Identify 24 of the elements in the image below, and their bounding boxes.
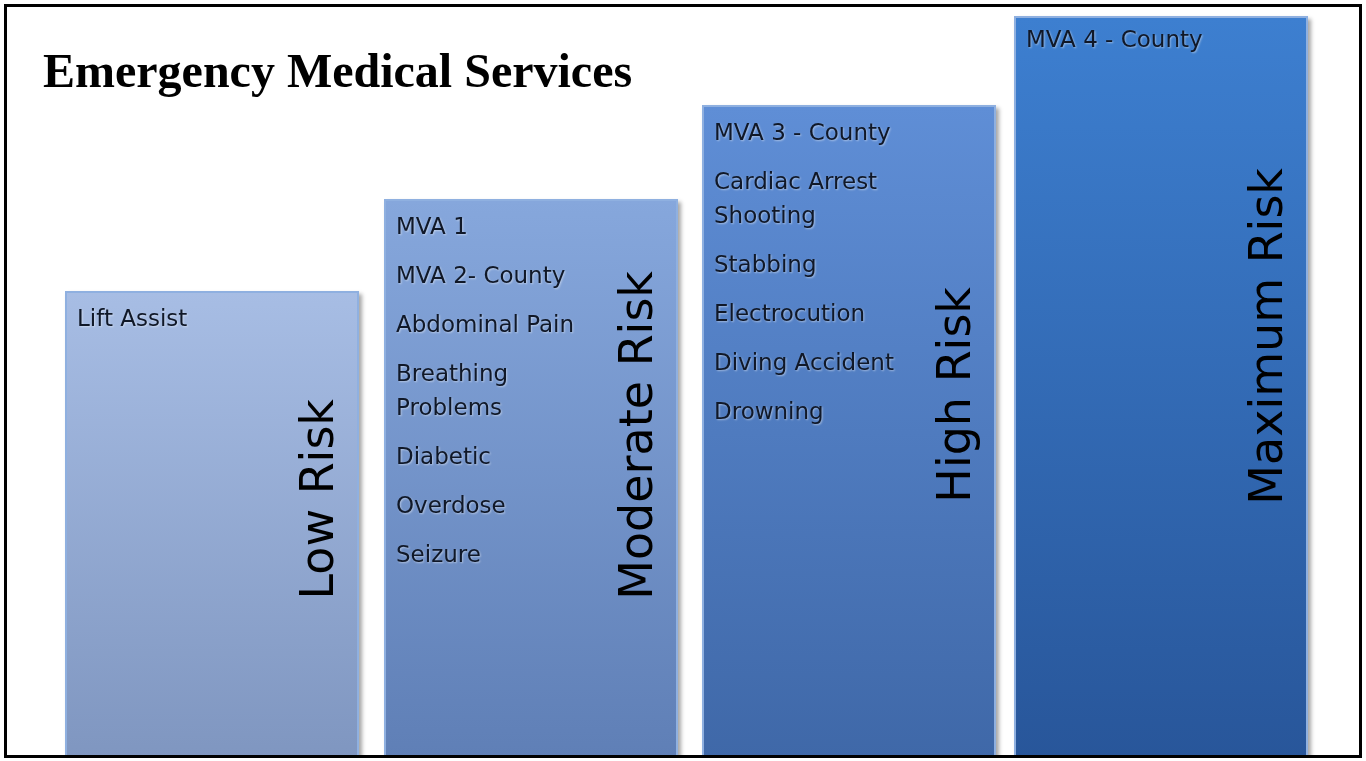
step-bar — [65, 291, 359, 755]
step-bar — [384, 199, 678, 755]
step-bar — [1014, 16, 1308, 755]
page-title: Emergency Medical Services — [43, 43, 633, 98]
item-text: Diabetic — [396, 442, 492, 471]
item-text: Electrocution — [714, 299, 867, 328]
risk-label: Low Risk — [291, 399, 343, 600]
item-text: Diving Accident — [714, 348, 895, 377]
item-text: Overdose — [396, 491, 507, 520]
item-text: Seizure — [396, 540, 482, 569]
item-text: MVA 2- County — [396, 261, 567, 290]
item-text: Stabbing — [714, 250, 818, 279]
risk-label: High Risk — [928, 287, 980, 503]
step-bar — [702, 105, 996, 755]
risk-label: Maximum Risk — [1240, 168, 1292, 505]
item-text: Breathing Problems — [396, 359, 510, 422]
item-text: Lift Assist — [77, 304, 189, 333]
item-text: MVA 4 - County — [1026, 25, 1204, 54]
item-text: Drowning — [714, 397, 825, 426]
item-text: Abdominal Pain — [396, 310, 576, 339]
risk-label: Moderate Risk — [610, 271, 662, 600]
item-text: Cardiac Arrest Shooting — [714, 167, 879, 230]
item-text: MVA 1 — [396, 212, 469, 241]
item-text: MVA 3 - County — [714, 118, 892, 147]
